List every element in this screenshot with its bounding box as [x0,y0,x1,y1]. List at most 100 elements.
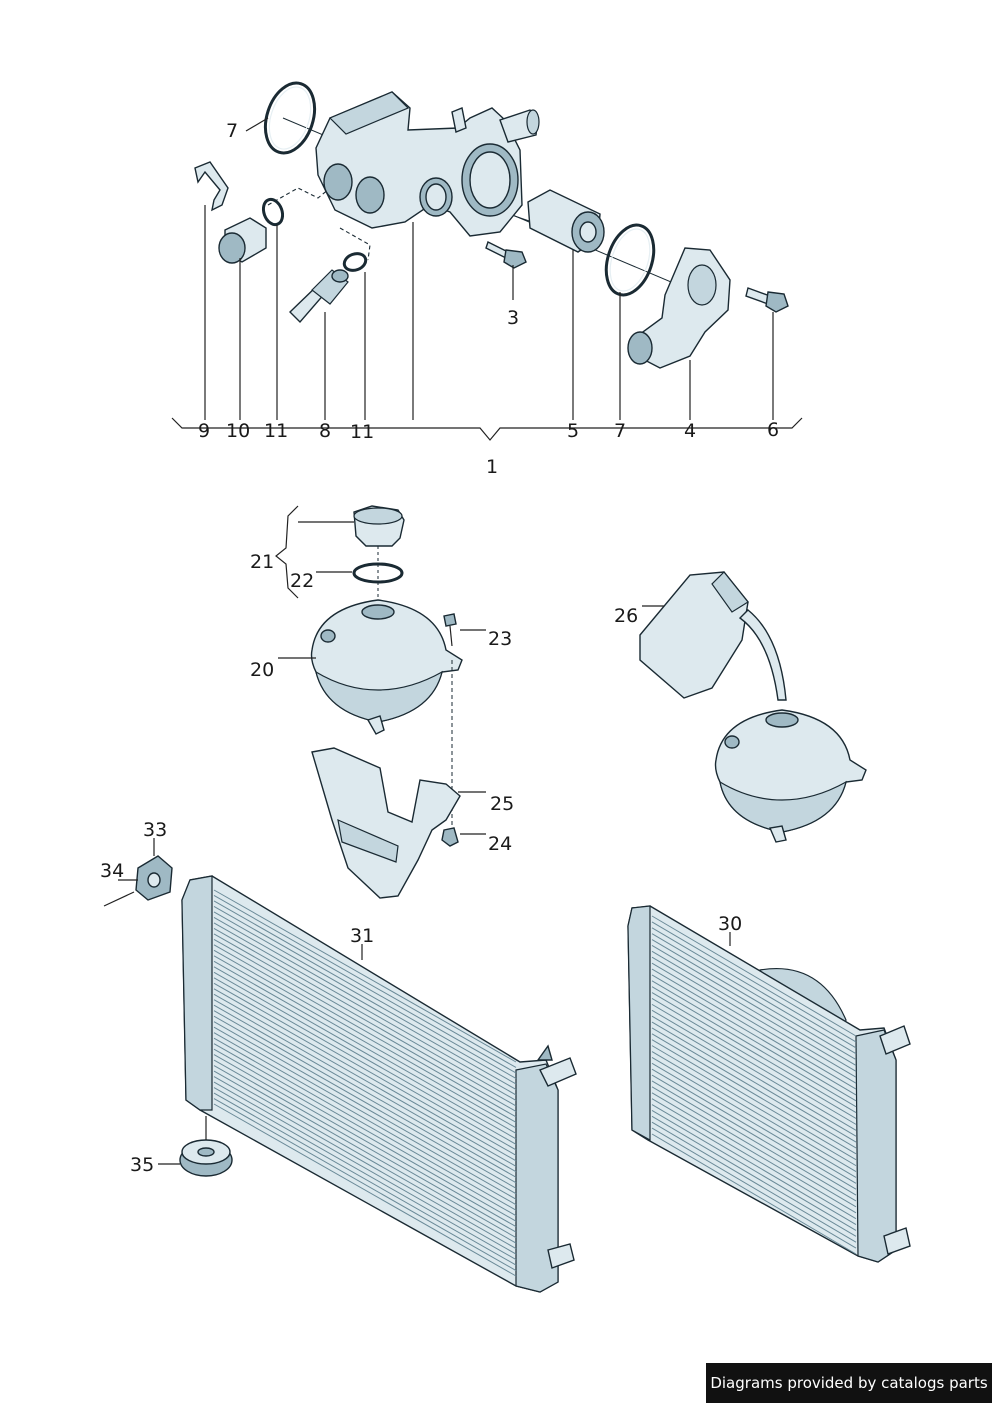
part-number-labels: 7 3 9 10 11 8 11 5 7 4 6 1 21 22 23 20 2… [100,120,779,1176]
label-21: 21 [250,551,274,573]
radiator-fin [213,1070,517,1244]
radiator-fin [651,945,857,1066]
radiator-fin [213,999,517,1173]
radiator-31-fins [213,889,517,1277]
label-34: 34 [100,860,124,882]
coolant-bottle-tank [639,571,867,843]
radiator-fin [651,933,857,1055]
radiator-fin [651,950,857,1072]
radiator-31 [103,855,577,1293]
radiator-fin [651,1098,857,1220]
radiator-fin [213,1054,517,1228]
radiator-fin [651,968,857,1090]
radiator-fin [651,962,857,1084]
label-11-right: 11 [350,421,374,443]
radiator-fin [213,917,517,1090]
label-31: 31 [350,925,374,947]
radiator-fin [213,1087,517,1260]
radiator-fin [213,1015,517,1189]
radiator-fin [651,927,857,1049]
radiator-fin [651,1110,857,1231]
radiator-fin [213,1032,517,1206]
label-26: 26 [614,605,638,627]
label-11-left: 11 [264,420,288,442]
radiator-fin [213,1037,517,1211]
middle-left-leaders [278,521,486,835]
radiator-fin [213,900,517,1074]
radiator-fin [651,939,857,1060]
radiator-fin [651,1115,857,1237]
radiator-fin [213,889,517,1063]
radiator-fin [651,1051,857,1172]
radiator-fin [651,1092,857,1214]
radiator-fin [213,1004,517,1178]
radiator-fin [651,992,857,1114]
radiator-fin [213,1048,517,1222]
radiator-fin [651,1027,857,1149]
radiator-fin [213,933,517,1107]
radiator-fin [213,988,517,1162]
radiator-fin [213,938,517,1112]
radiator-fin [651,915,857,1037]
label-35: 35 [130,1154,154,1176]
label-23: 23 [488,628,512,650]
radiator-fin [651,1033,857,1155]
radiator-fin [651,1015,857,1137]
radiator-fin [651,974,857,1096]
radiator-fin [651,1003,857,1125]
radiator-fin [213,1098,517,1271]
label-8: 8 [319,420,331,442]
label-3: 3 [507,307,519,329]
label-9: 9 [198,420,210,442]
radiator-fin [213,1043,517,1217]
label-4: 4 [684,420,696,442]
radiator-fin [213,927,517,1101]
radiator-fin [213,1065,517,1239]
radiator-fin [213,1059,517,1233]
radiator-fin [651,1080,857,1202]
label-25: 25 [490,793,514,815]
radiator-30 [627,905,911,1263]
label-10: 10 [226,420,250,442]
diagram-credit-banner: Diagrams provided by catalogs parts [706,1363,992,1403]
radiator-fin [651,998,857,1119]
label-24: 24 [488,833,512,855]
label-7-right: 7 [614,420,626,442]
radiator-fin [213,1103,517,1277]
radiator-fin [213,955,517,1129]
label-22: 22 [290,570,314,592]
expansion-tank-assembly [275,505,463,899]
radiator-fin [213,1081,517,1255]
label-1: 1 [486,456,498,478]
top-leaders [171,117,803,441]
radiator-fin [651,1133,857,1255]
bottom-left-leaders [118,838,363,1165]
radiator-fin [213,971,517,1145]
radiator-fin [213,1010,517,1184]
radiator-fin [213,960,517,1134]
radiator-fin [213,949,517,1123]
radiator-fin [213,911,517,1085]
label-5: 5 [567,420,579,442]
radiator-fin [213,982,517,1156]
radiator-fin [651,1074,857,1196]
radiator-fin [651,1127,857,1249]
radiator-fin [651,1121,857,1243]
radiator-fin [213,1021,517,1195]
radiator-fin [213,922,517,1096]
radiator-fin [651,1021,857,1143]
radiator-fin [213,1026,517,1200]
radiator-fin [651,1009,857,1131]
radiator-fin [651,1056,857,1178]
radiator-30-fins [651,915,857,1255]
radiator-fin [213,1092,517,1266]
radiator-fin [213,1076,517,1249]
label-20: 20 [250,659,274,681]
radiator-fin [213,906,517,1079]
radiator-fin [651,980,857,1102]
label-33: 33 [143,819,167,841]
thermostat-housing-assembly [194,81,789,369]
label-6: 6 [767,419,779,441]
radiator-fin [651,1062,857,1184]
